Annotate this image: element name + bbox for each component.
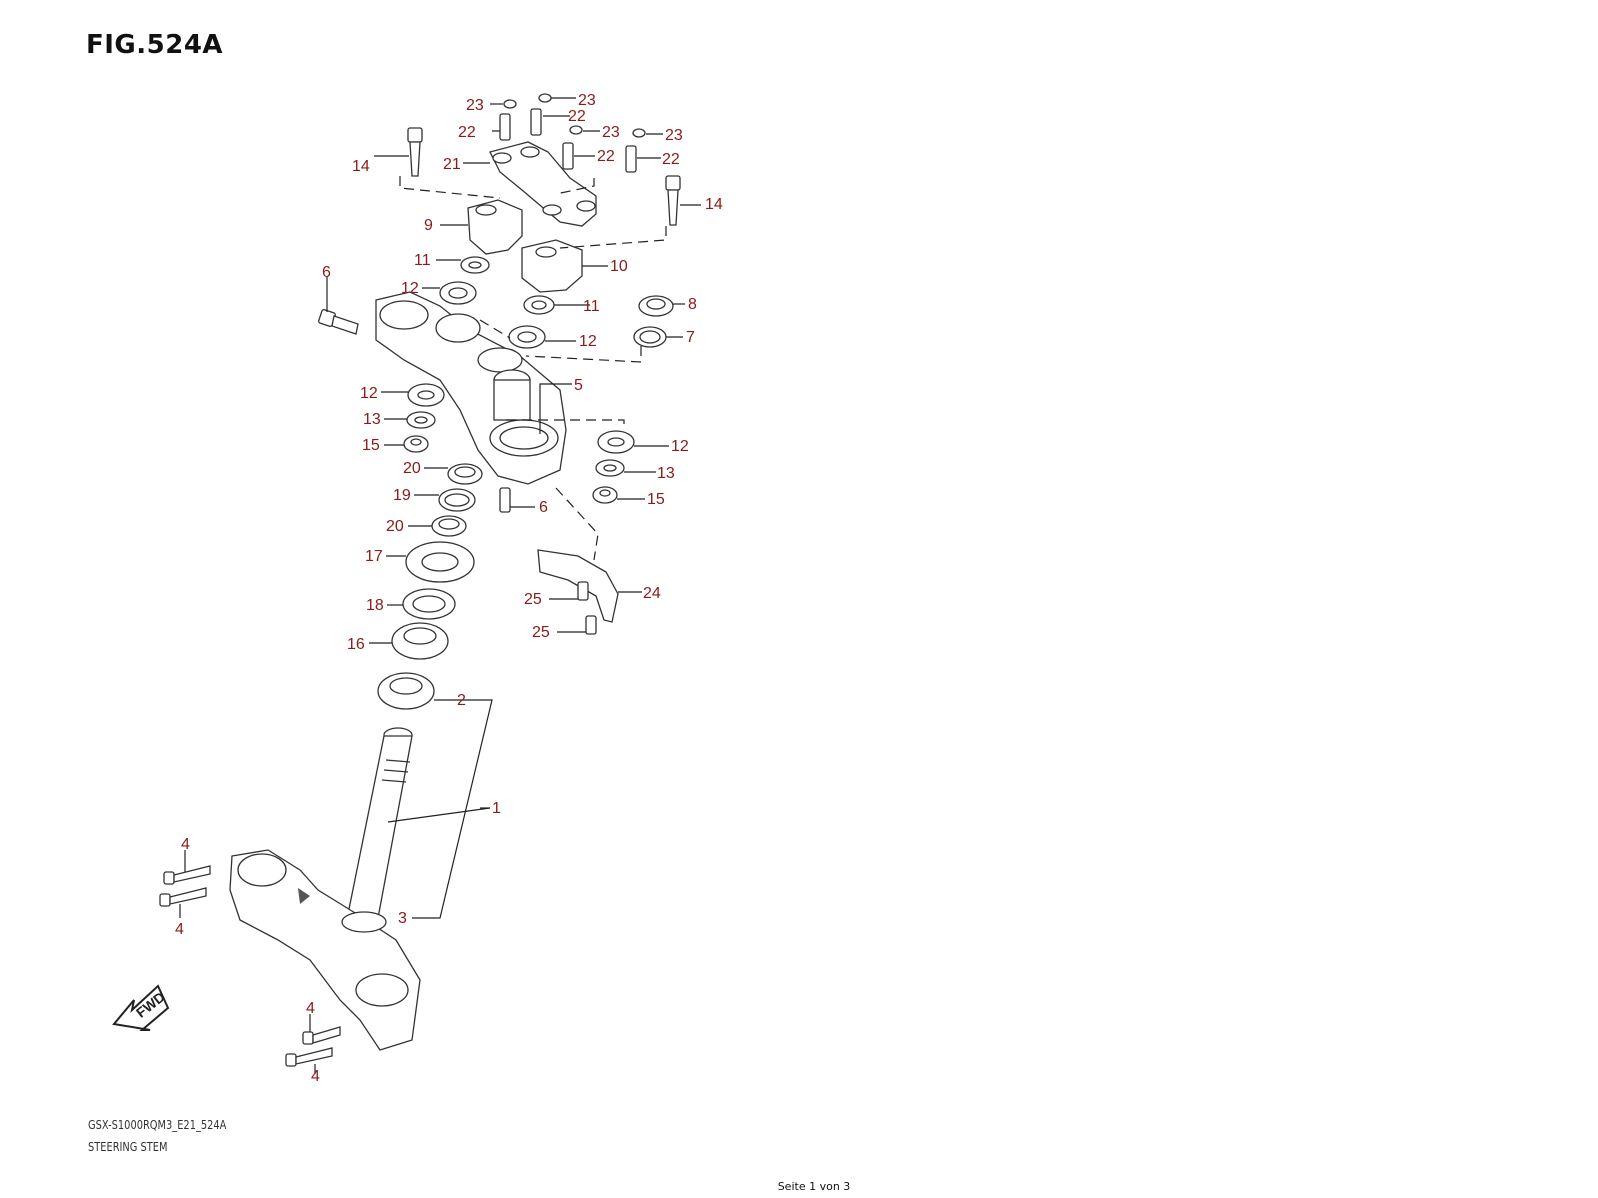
callout: 12 [360,385,378,402]
callout: 9 [424,217,433,234]
callout: 13 [363,411,381,428]
callout: 14 [705,196,723,213]
callout: 23 [602,124,620,141]
callout: 22 [597,148,615,165]
callout: 21 [443,156,461,173]
callout: 20 [386,518,404,535]
callout: 12 [579,333,597,350]
callout: 10 [610,258,628,275]
callout: 2 [457,692,466,709]
callout: 18 [366,597,384,614]
callout: 4 [306,1000,315,1017]
callout: 8 [688,296,697,313]
callout: 12 [401,280,419,297]
figure-title: FIG.524A [86,30,224,60]
callout: 11 [583,298,600,315]
callout: 6 [539,499,548,516]
callout: 14 [352,158,370,175]
callout: 23 [665,127,683,144]
callout: 15 [647,491,665,508]
callout: 20 [403,460,421,477]
callout: 12 [671,438,689,455]
section-name: STEERING STEM [88,1140,168,1154]
leader-lines [179,97,701,1074]
page-indicator: Seite 1 von 3 [777,1180,851,1193]
callout: 1 [492,800,501,817]
callout: 13 [657,465,675,482]
model-code: GSX-S1000RQM3_E21_524A [88,1118,227,1132]
callout: 4 [175,921,184,938]
callout: 22 [568,108,586,125]
callout: 25 [524,591,542,608]
callout: 4 [181,836,190,853]
line-art: FWD [112,93,681,1067]
callout: 17 [365,548,383,565]
callout: 22 [458,124,476,141]
callout: 23 [578,92,596,109]
callout: 6 [322,264,331,281]
callout: 15 [362,437,380,454]
callout: 22 [662,151,680,168]
callout: 11 [414,252,431,269]
callout: 19 [393,487,411,504]
callout: 24 [643,585,661,602]
callout-labels: 23 23 22 22 23 23 22 22 21 14 14 9 10 11… [175,92,723,1085]
fwd-arrow-icon: FWD [112,984,170,1031]
callout: 4 [311,1068,320,1085]
callout: 3 [398,910,407,927]
callout: 16 [347,636,365,653]
callout: 25 [532,624,550,641]
callout: 5 [574,377,583,394]
callout: 23 [466,97,484,114]
callout: 7 [686,329,695,346]
